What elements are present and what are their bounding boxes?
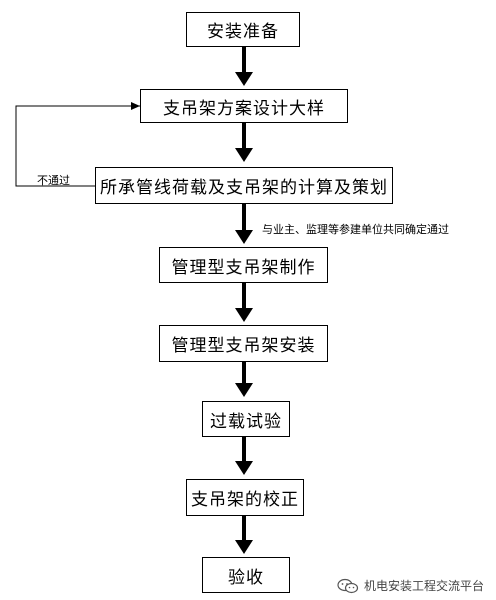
watermark: 机电安装工程交流平台 bbox=[337, 577, 484, 594]
step-installation: 管理型支吊架安装 bbox=[159, 325, 328, 362]
loop-label: 不通过 bbox=[37, 174, 70, 187]
approval-note: 与业主、监理等参建单位共同确定通过 bbox=[262, 223, 449, 236]
feedback-loop-line bbox=[15, 102, 140, 187]
step-overload-test: 过载试验 bbox=[202, 401, 290, 437]
step-fabrication: 管理型支吊架制作 bbox=[159, 247, 328, 283]
step-acceptance: 验收 bbox=[202, 557, 290, 593]
arrow-2 bbox=[235, 123, 253, 162]
watermark-text: 机电安装工程交流平台 bbox=[363, 579, 484, 593]
step-correction: 支吊架的校正 bbox=[186, 479, 304, 516]
arrow-7 bbox=[235, 516, 253, 554]
arrow-6 bbox=[235, 437, 253, 475]
arrow-4 bbox=[235, 283, 253, 322]
arrow-1 bbox=[235, 47, 253, 86]
wechat-icon bbox=[337, 578, 359, 593]
arrow-3 bbox=[235, 204, 253, 244]
step-support-design: 支吊架方案设计大样 bbox=[140, 89, 348, 123]
arrow-5 bbox=[235, 362, 253, 397]
step-load-calculation: 所承管线荷载及支吊架的计算及策划 bbox=[95, 167, 393, 204]
step-install-prep: 安装准备 bbox=[186, 12, 300, 47]
